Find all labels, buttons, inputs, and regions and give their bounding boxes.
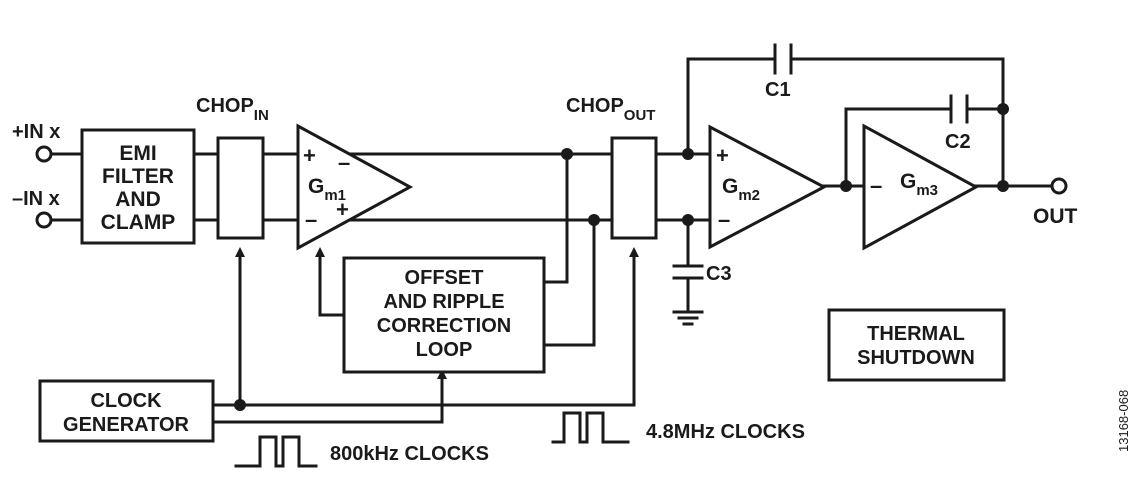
chop-in-main: CHOP	[196, 95, 254, 117]
fast-clock-waveform-icon	[551, 411, 630, 444]
offset-line-2: AND RIPPLE	[383, 291, 504, 313]
chop-out-label: CHOPOUT	[566, 95, 655, 124]
fast-clock-label: 4.8MHz CLOCKS	[646, 421, 805, 443]
output-terminal	[1050, 177, 1068, 195]
chop-in-sub: IN	[254, 107, 269, 124]
plus-input-terminal	[35, 145, 53, 163]
gm3-label: Gm3	[900, 170, 938, 199]
chop-in-label: CHOPIN	[196, 95, 269, 124]
gm2-minus-in: –	[718, 207, 730, 232]
minus-input-label: –IN x	[12, 188, 60, 210]
thermal-line-1: THERMAL	[867, 323, 965, 345]
offset-ripple-loop-block	[342, 256, 546, 374]
ground-icon	[672, 310, 704, 326]
minus-input-terminal	[35, 211, 53, 229]
gm1-main: G	[308, 175, 324, 198]
figure-id: 13168-068	[1116, 390, 1131, 452]
c3-label: C3	[706, 263, 732, 285]
chop-out-sub: OUT	[624, 107, 656, 124]
thermal-line-2: SHUTDOWN	[857, 347, 975, 369]
plus-input-label: +IN x	[12, 121, 60, 143]
gm1-minus-in: –	[305, 207, 317, 232]
gm1-sub: m1	[324, 187, 346, 204]
gm1-minus-out: –	[338, 150, 350, 175]
gm2-sub: m2	[738, 187, 760, 204]
clock-line-1: CLOCK	[90, 390, 162, 412]
emi-filter-block	[80, 128, 196, 245]
gm3-main: G	[900, 170, 916, 193]
gm3-amplifier	[862, 123, 980, 251]
gm1-plus-in: +	[303, 143, 316, 168]
gm1-label: Gm1	[308, 175, 346, 204]
out-label: OUT	[1033, 205, 1078, 228]
thermal-shutdown-block	[827, 308, 1006, 382]
gm3-sub: m3	[916, 182, 938, 199]
c2-label: C2	[945, 131, 971, 153]
chop-out-main: CHOP	[566, 95, 624, 117]
emi-line-1: EMI	[119, 142, 156, 165]
slow-clock-waveform-icon	[234, 435, 318, 468]
arrows	[235, 247, 639, 402]
gm2-label: Gm2	[722, 175, 760, 204]
emi-line-2: FILTER	[102, 165, 174, 188]
gm2-amplifier	[708, 124, 828, 250]
junctions	[234, 103, 1009, 411]
offset-line-3: CORRECTION	[377, 315, 511, 337]
offset-line-4: LOOP	[416, 339, 473, 361]
gm1-plus-out: +	[336, 197, 349, 222]
c1-label: C1	[765, 79, 791, 101]
gm3-minus-in: –	[870, 173, 882, 198]
gm2-main: G	[722, 175, 738, 198]
clock-line-2: GENERATOR	[63, 414, 189, 436]
gm2-plus-in: +	[716, 143, 729, 168]
emi-line-3: AND	[115, 188, 161, 211]
clock-generator-block	[38, 379, 215, 443]
offset-line-1: OFFSET	[405, 267, 484, 289]
gm1-amplifier	[296, 123, 414, 251]
emi-line-4: CLAMP	[101, 211, 176, 234]
chop-out-block	[610, 136, 658, 240]
chop-in-block	[216, 136, 265, 240]
slow-clock-label: 800kHz CLOCKS	[330, 443, 489, 465]
